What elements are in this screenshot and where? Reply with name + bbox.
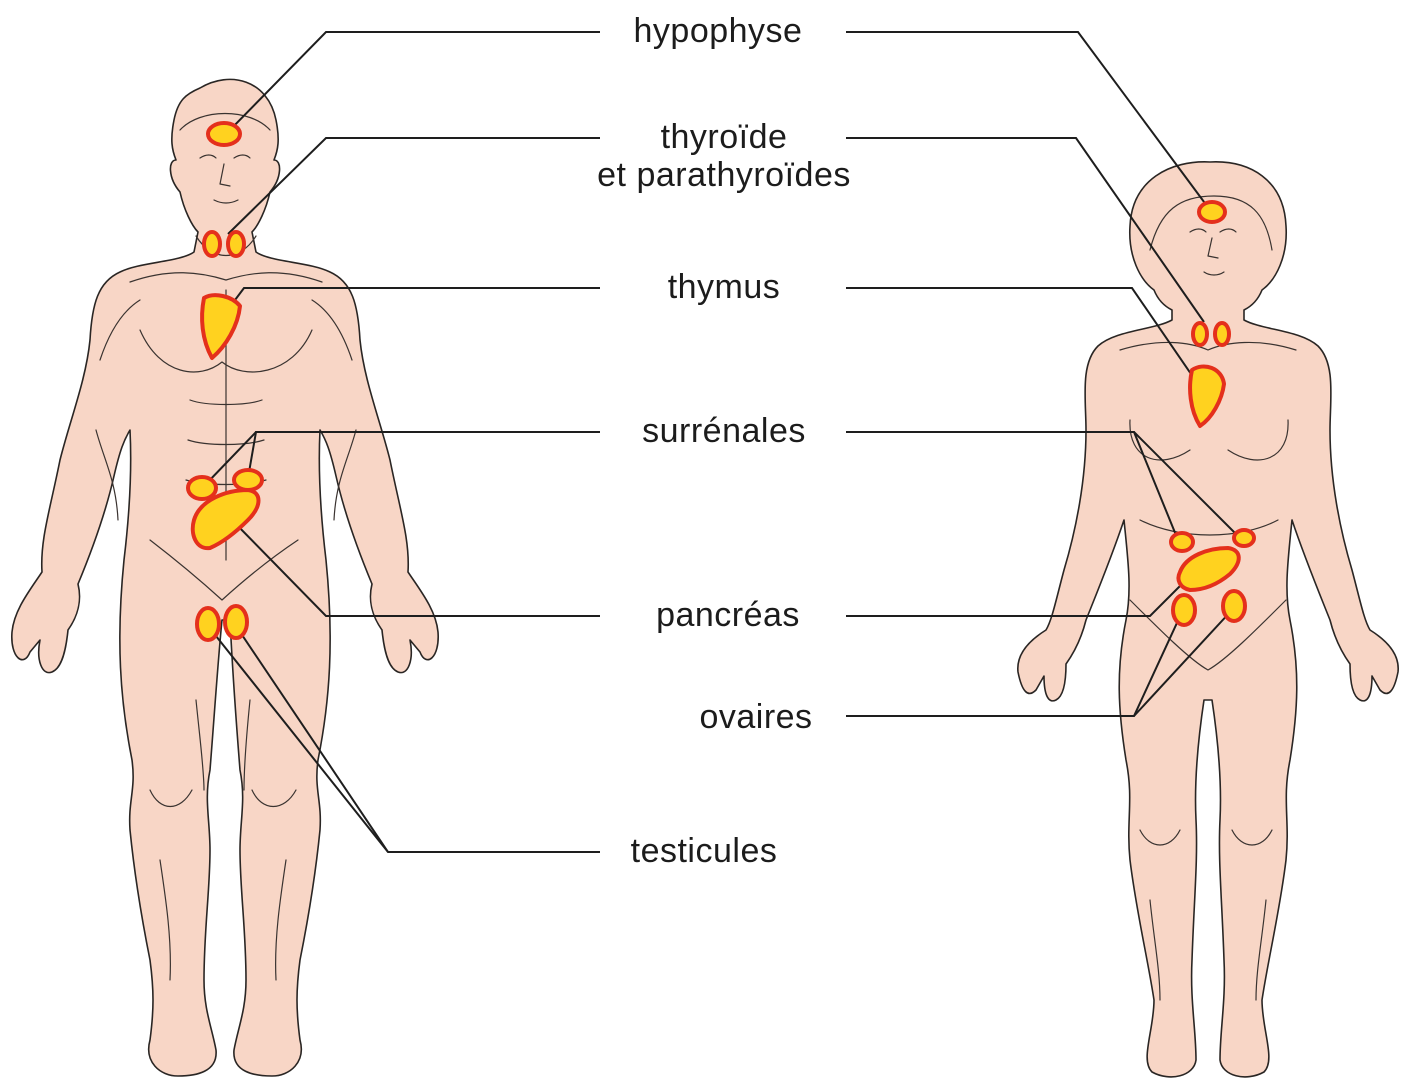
female-thyroide-left xyxy=(1193,323,1207,345)
label-hypophyse: hypophyse xyxy=(634,12,803,50)
female-hypophyse-gland xyxy=(1199,202,1225,222)
male-hypophyse-gland xyxy=(208,123,240,145)
male-testicule-left xyxy=(197,608,219,640)
label-thyroide-line2: et parathyroïdes xyxy=(597,156,851,194)
male-surrenale-left xyxy=(188,477,216,499)
male-figure xyxy=(12,79,438,1076)
label-pancreas: pancréas xyxy=(656,596,800,634)
male-thyroide-left xyxy=(204,232,220,256)
label-ovaires: ovaires xyxy=(699,698,812,736)
label-thymus: thymus xyxy=(668,268,781,306)
female-ovaire-left xyxy=(1173,595,1195,625)
female-surrenale-left xyxy=(1171,533,1193,551)
leader-thyroide-male xyxy=(228,138,600,234)
male-body-outline xyxy=(12,79,438,1076)
label-surrenales: surrénales xyxy=(642,412,806,450)
female-thyroide-right xyxy=(1215,323,1229,345)
female-surrenale-right xyxy=(1234,530,1254,546)
female-body-outline xyxy=(1018,162,1398,1077)
male-surrenale-right xyxy=(234,470,262,490)
male-thyroide-right xyxy=(228,232,244,256)
label-testicules: testicules xyxy=(631,832,778,870)
female-figure xyxy=(1018,162,1398,1077)
male-testicule-right xyxy=(225,606,247,638)
female-ovaire-right xyxy=(1223,591,1245,621)
leader-hypophyse-male xyxy=(226,32,600,134)
label-thyroide-line1: thyroïde xyxy=(661,118,788,156)
